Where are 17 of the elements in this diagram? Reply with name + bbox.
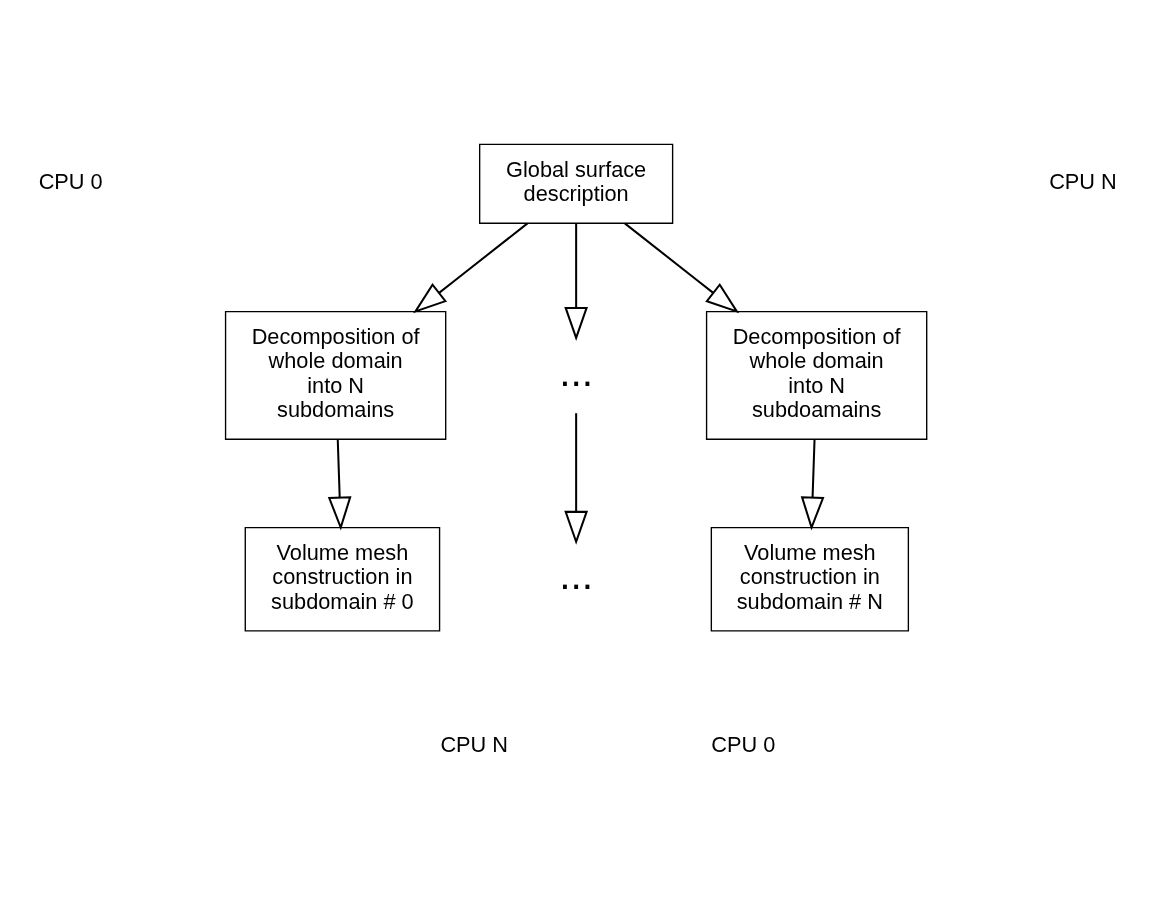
arrow: [564, 222, 589, 341]
node-box: Volume mesh construction in subdomain # 0: [244, 526, 441, 632]
node-box: Volume mesh construction in subdomain # N: [710, 526, 910, 632]
arrow: [564, 412, 589, 545]
arrow: [327, 438, 352, 531]
label: CPU 0: [711, 731, 776, 757]
label: CPU N: [1049, 168, 1117, 194]
node-text: ...: [559, 551, 594, 598]
node-box: Decomposition of whole domain into N subdomains: [224, 310, 447, 440]
node-text: ...: [559, 348, 594, 395]
node-box: Global surface description: [479, 143, 674, 224]
arrow: [413, 222, 529, 313]
label: CPU 0: [38, 168, 103, 194]
label: CPU N: [440, 731, 509, 757]
node-box: Decomposition of whole domain into N subdoamains: [705, 310, 928, 440]
arrow: [624, 222, 740, 313]
arrow: [800, 438, 825, 531]
